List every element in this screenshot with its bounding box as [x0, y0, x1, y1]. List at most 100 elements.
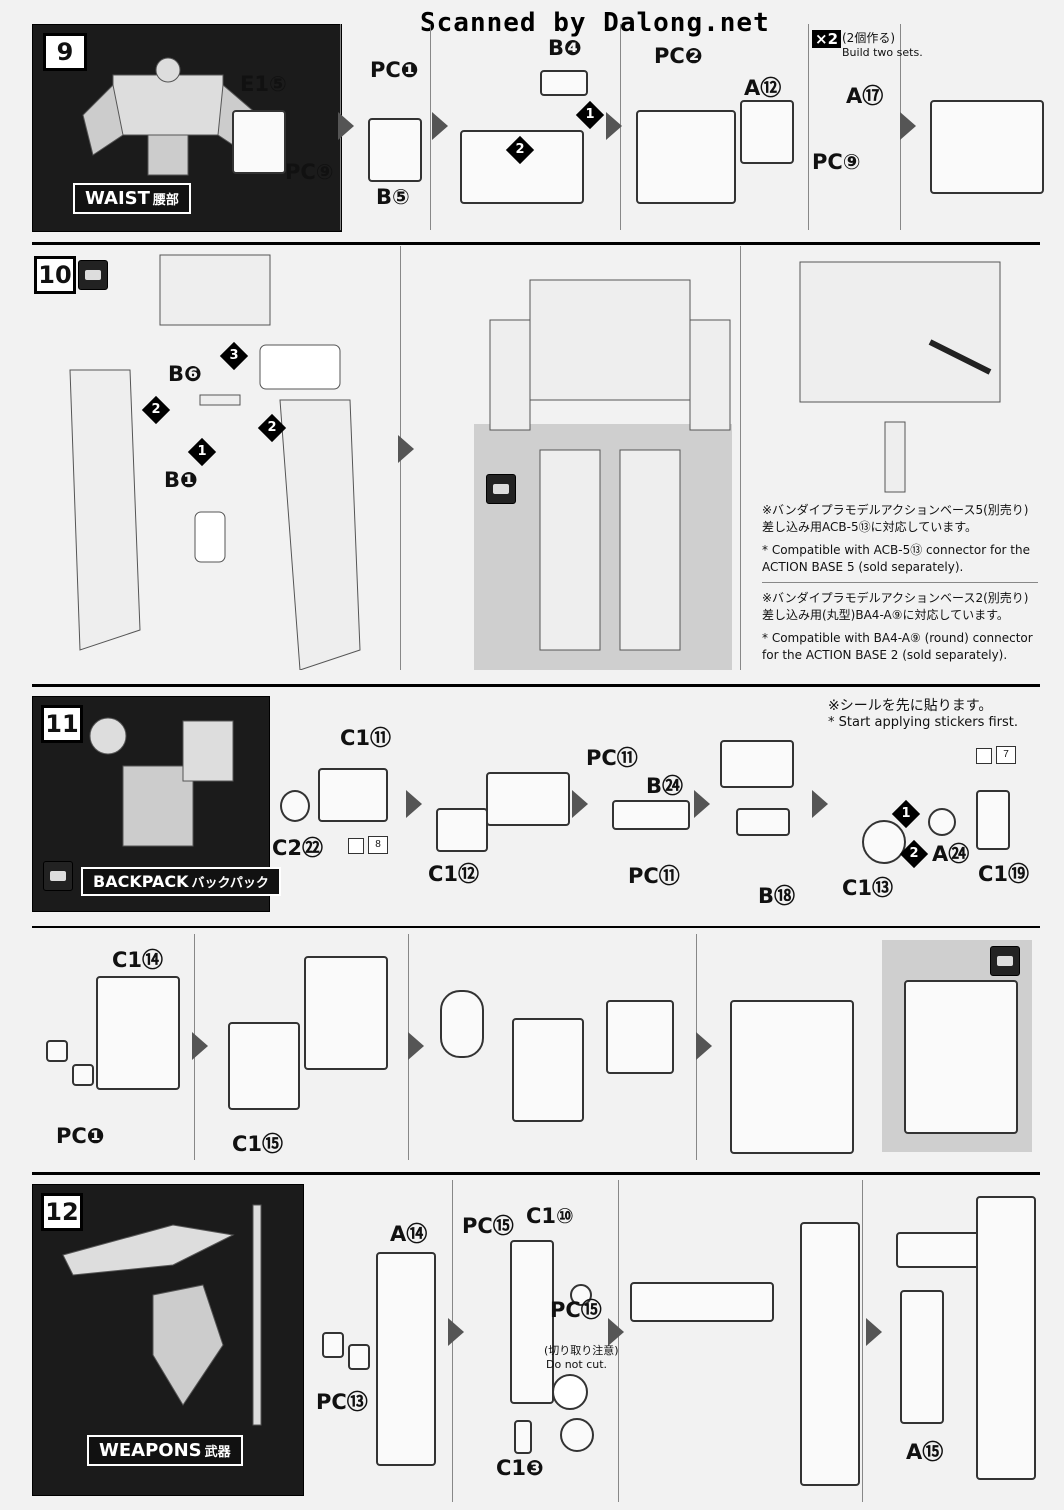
- label-b18: B⑱: [758, 884, 796, 908]
- waist-title-jp: 腰部: [152, 193, 179, 208]
- part-backpack-final: [904, 980, 1018, 1134]
- part-pc1-b: [72, 1064, 94, 1086]
- label-b1: B❶: [164, 468, 198, 492]
- part-launcher-box: [720, 740, 794, 788]
- label-b6: B❻: [168, 362, 202, 386]
- part-a14: [376, 1252, 436, 1466]
- step-number: 11: [41, 705, 83, 743]
- label-b4: B❹: [548, 36, 582, 60]
- backpack-title-jp: バックパック: [191, 876, 269, 891]
- part-c1-15: [228, 1022, 300, 1110]
- highlight-area: [474, 424, 732, 670]
- part-pc13-a: [322, 1332, 344, 1358]
- part-b24: [612, 800, 690, 830]
- action-base-icon: [486, 474, 516, 504]
- next-arrow: [192, 1032, 208, 1060]
- callout-2: 2: [899, 839, 929, 869]
- sticker-number-7: 7: [996, 746, 1016, 764]
- callout-2: 2: [505, 135, 535, 165]
- label-a24: A㉔: [932, 842, 970, 866]
- multiplier: ×2: [812, 30, 842, 48]
- part-c1-3: [514, 1420, 532, 1454]
- part-e1-5: [232, 110, 286, 174]
- label-c1-19: C1⑲: [978, 862, 1030, 886]
- action-base-2-note-jp: ※バンダイプラモデルアクションベース2(別売り) 差し込み用(丸型)BA4-A⑨…: [762, 591, 1029, 622]
- label-b5: B⑤: [376, 185, 410, 209]
- part-backpack-body: [512, 1018, 584, 1122]
- next-arrow: [696, 1032, 712, 1060]
- label-c1-13: C1⑬: [842, 876, 894, 900]
- sticker-first-note-en: * Start applying stickers first.: [828, 715, 1019, 730]
- multiplier-en: Build two sets.: [842, 46, 923, 59]
- part-c1-12: [436, 808, 488, 852]
- next-arrow: [900, 112, 916, 140]
- part-c1-14: [96, 976, 180, 1090]
- step-number: 9: [43, 33, 87, 71]
- backpack-preview-illustration: [89, 717, 234, 847]
- label-a15: A⑮: [906, 1440, 944, 1464]
- label-c1-15: C1⑮: [232, 1132, 284, 1156]
- label-pc11-bottom: PC⑪: [628, 864, 680, 888]
- label-c1-10: C1⑩: [526, 1204, 574, 1228]
- label-c1-11: C1⑪: [340, 726, 392, 750]
- part-shield-final: [976, 1196, 1036, 1480]
- part-c1-10: [510, 1240, 554, 1404]
- part-b4: [540, 70, 588, 96]
- part-pc1-a: [46, 1040, 68, 1062]
- backpack-icon: [43, 861, 73, 891]
- part-a15: [900, 1290, 944, 1424]
- next-arrow: [608, 1318, 624, 1346]
- multiplier-jp: (2個作る): [842, 31, 895, 45]
- action-base-2-note-en: * Compatible with BA4-A⑨ (round) connect…: [762, 631, 1033, 662]
- part-b5: [368, 118, 422, 182]
- action-base-5-note-en: * Compatible with ACB-5⑬ connector for t…: [762, 543, 1030, 574]
- label-pc11-top: PC⑪: [586, 746, 638, 770]
- part-c1-19: [976, 790, 1010, 850]
- weapons-title-jp: 武器: [204, 1445, 231, 1460]
- waist-title-en: WAIST: [85, 188, 150, 209]
- label-pc1: PC❶: [370, 58, 419, 82]
- callout-1: 1: [575, 100, 605, 130]
- leg-assembly-illustration: [69, 254, 361, 670]
- callout-2: 2: [141, 395, 171, 425]
- part-c1-11: [318, 768, 388, 822]
- do-not-cut-en: Do not cut.: [546, 1358, 608, 1371]
- next-arrow: [448, 1318, 464, 1346]
- label-c1-3: C1❸: [496, 1456, 544, 1480]
- label-pc1: PC❶: [56, 1124, 105, 1148]
- label-a12: A⑫: [744, 76, 782, 100]
- part-box-assembly: [486, 772, 570, 826]
- do-not-cut-icon: [552, 1374, 588, 1410]
- part-shield-half: [800, 1222, 860, 1486]
- next-arrow: [406, 790, 422, 818]
- next-arrow: [694, 790, 710, 818]
- weapons-preview-illustration: [62, 1204, 262, 1426]
- part-detail-circle: [560, 1418, 594, 1452]
- label-pc9-b: PC⑨: [812, 150, 861, 174]
- scan-watermark: Scanned by Dalong.net: [420, 8, 770, 38]
- label-pc2: PC❷: [654, 44, 703, 68]
- label-c2-22: C2㉒: [272, 836, 324, 860]
- next-arrow: [408, 1032, 424, 1060]
- label-a14: A⑭: [390, 1222, 428, 1246]
- sticker-number-8: 8: [368, 836, 388, 854]
- part-launcher-base: [736, 808, 790, 836]
- label-a17: A⑰: [846, 84, 884, 108]
- part-waist-center: [636, 110, 736, 204]
- next-arrow: [812, 790, 828, 818]
- action-base-5-note-jp: ※バンダイプラモデルアクションベース5(別売り) 差し込み用ACB-5⑬に対応し…: [762, 503, 1029, 534]
- part-torso-back: [730, 1000, 854, 1154]
- part-backpack-frame: [304, 956, 388, 1070]
- part-arm-dome: [440, 990, 484, 1058]
- label-pc15-bottom: PC⑮: [550, 1298, 602, 1322]
- next-arrow: [866, 1318, 882, 1346]
- part-a12: [740, 100, 794, 164]
- next-arrow: [606, 112, 622, 140]
- callout-1: 1: [187, 437, 217, 467]
- next-arrow: [432, 112, 448, 140]
- next-arrow: [398, 435, 414, 463]
- backpack-title-en: BACKPACK: [93, 872, 189, 891]
